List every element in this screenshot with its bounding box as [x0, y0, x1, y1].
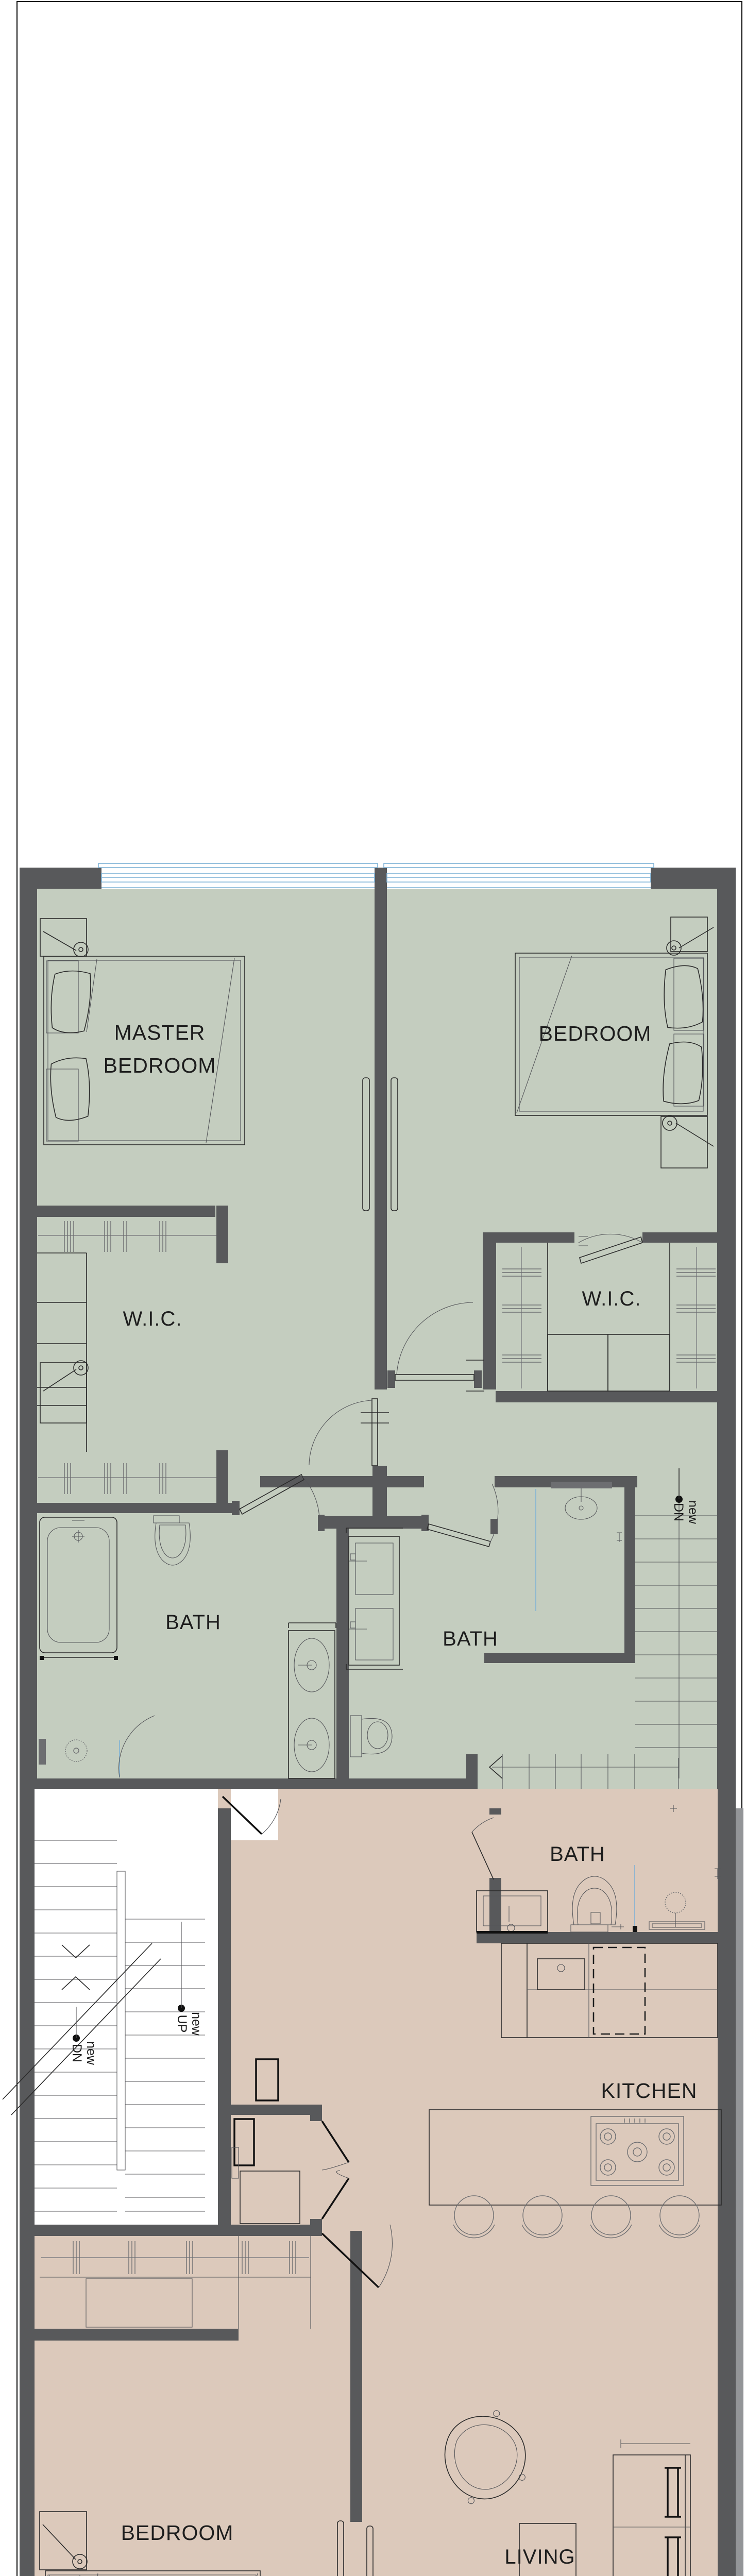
page-border	[16, 1, 742, 2576]
hall-door	[321, 2224, 393, 2289]
entry-door	[222, 1795, 281, 1835]
window-icon	[98, 863, 378, 888]
wic-right: W.I.C.	[502, 1243, 716, 1392]
upper-walls	[20, 868, 736, 1809]
side-table	[519, 2523, 577, 2576]
square-sink-vanity-icon	[346, 1528, 403, 1670]
stair-lower-dn-label: new DN	[70, 2041, 98, 2065]
kitchen-island	[429, 2109, 722, 2206]
svg-text:new: new	[189, 2012, 204, 2036]
towel-bar-icon	[612, 1924, 624, 1929]
utility-closet	[231, 2058, 350, 2224]
kitchen: KITCHEN	[429, 1943, 722, 2239]
stairwell-void	[35, 1789, 218, 2225]
room-bedroom-upper: BEDROOM	[515, 917, 714, 1168]
shower-icon	[633, 1865, 721, 1932]
bath-upper-right-label: BATH	[443, 1628, 498, 1650]
door-bath-upper-right	[427, 1483, 499, 1547]
bedroom-lower-label: BEDROOM	[121, 2521, 234, 2545]
hangers-icon	[64, 1221, 166, 1252]
nightstand	[666, 917, 714, 956]
stair-landing	[231, 1789, 278, 1840]
hangers-icon	[502, 1268, 716, 1363]
kitchen-label: KITCHEN	[601, 2079, 698, 2103]
sofa-media-unit-icon	[613, 2439, 691, 2576]
bedroom-upper-label: BEDROOM	[539, 1022, 652, 1045]
wic-left-label: W.I.C.	[123, 1308, 182, 1330]
stair-lower-up-label: new UP	[175, 2012, 204, 2036]
stool-icon	[658, 2195, 701, 2239]
bed	[45, 2570, 261, 2576]
double-sink-vanity-icon	[288, 1622, 336, 1779]
cooktop-icon	[590, 2116, 684, 2186]
svg-text:UP: UP	[175, 2015, 189, 2033]
toilet-icon	[350, 1715, 393, 1757]
stair-upper-dn-label: new DN	[671, 1500, 700, 1524]
upper-windows	[98, 863, 654, 888]
stairs-lower: new DN new UP	[2, 1840, 205, 2212]
hangers-icon	[73, 2241, 296, 2274]
svg-text:new: new	[686, 1500, 700, 1524]
door-bath-upper-left	[239, 1473, 320, 1518]
shower-icon	[39, 1656, 155, 1778]
closet	[40, 2236, 311, 2329]
bath-upper-left: BATH	[39, 1515, 336, 1779]
exterior-wall-light	[736, 1808, 743, 2576]
lounge-chair-icon	[444, 2410, 526, 2504]
stool-icon	[590, 2195, 632, 2239]
bar-stools	[453, 2195, 701, 2239]
room-living: LIVING	[444, 2410, 691, 2576]
svg-text:DN: DN	[70, 2044, 84, 2062]
bath-upper-left-label: BATH	[165, 1611, 221, 1634]
room-bedroom-lower: BEDROOM	[39, 2236, 311, 2576]
master-bedroom-label-line1: MASTER	[114, 1021, 206, 1044]
nightstand	[39, 2511, 88, 2570]
window-icon	[383, 863, 654, 888]
shower-icon	[535, 1482, 622, 1611]
upper-floor: MASTER BEDROOM	[20, 863, 736, 1809]
hangers-icon	[64, 1463, 166, 1494]
door-bedroom-upper	[387, 1302, 484, 1392]
stairs-upper: new DN	[488, 1468, 717, 1797]
room-master-bedroom: MASTER BEDROOM	[40, 918, 245, 1423]
fixture-mark	[670, 1805, 677, 1812]
door-wic-right	[578, 1233, 643, 1264]
bed	[43, 956, 245, 1145]
counter	[501, 1943, 718, 2038]
master-bedroom-label-line2: BEDROOM	[104, 1054, 216, 1077]
bathtub-icon	[39, 1517, 117, 1653]
lower-walls	[20, 1789, 736, 2576]
bath-upper-right: BATH	[346, 1482, 622, 1757]
sliding-panels-lower	[337, 2520, 374, 2576]
door	[471, 1817, 494, 1880]
bath-lower-label: BATH	[550, 1843, 605, 1866]
wic-left: W.I.C.	[37, 1221, 216, 1494]
vanity-icon	[476, 1890, 548, 1934]
stool-icon	[521, 2195, 564, 2239]
toilet-icon	[153, 1515, 191, 1566]
svg-text:DN: DN	[671, 1503, 686, 1521]
stool-icon	[453, 2195, 495, 2239]
sliding-panels-upper	[362, 1077, 398, 1211]
nightstand	[660, 1115, 714, 1168]
wic-right-label: W.I.C.	[582, 1287, 641, 1310]
door-master-hall	[309, 1398, 389, 1466]
bed	[515, 953, 708, 1116]
lower-floor: new DN new UP	[2, 1789, 743, 2576]
toilet-icon	[570, 1876, 617, 1933]
living-label: LIVING	[504, 2546, 575, 2568]
svg-text:new: new	[84, 2041, 98, 2065]
bath-lower: BATH	[471, 1805, 721, 1934]
